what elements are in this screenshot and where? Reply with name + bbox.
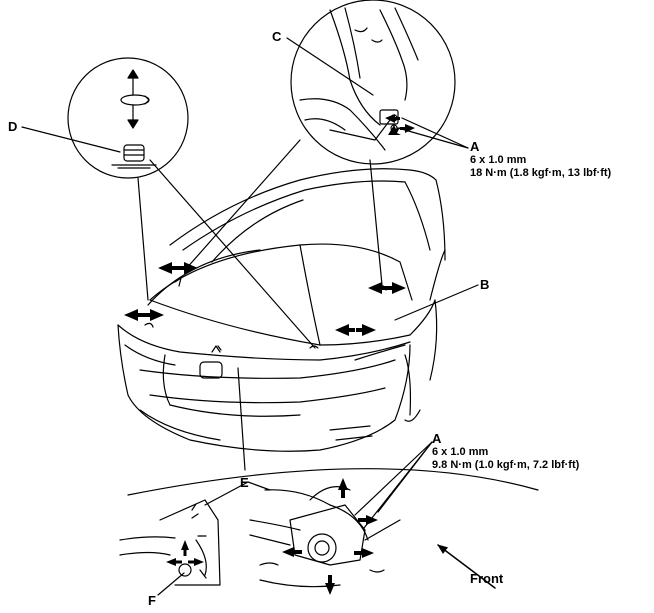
detail-lower-latch	[119, 468, 539, 588]
spec-lower-size: 6 x 1.0 mm	[432, 446, 489, 458]
spec-lower-torque: 9.8 N·m (1.0 kgf·m, 7.2 lbf·ft)	[432, 459, 580, 471]
label-b: B	[480, 277, 490, 292]
spec-upper-torque: 18 N·m (1.8 kgf·m, 13 lbf·ft)	[470, 167, 612, 179]
label-a-lower: A	[432, 431, 442, 446]
label-c: C	[272, 29, 282, 44]
label-d: D	[8, 119, 18, 134]
label-f: F	[148, 593, 156, 608]
label-a-upper: A	[470, 139, 480, 154]
detail-circle-upper-hinge	[290, 0, 456, 165]
leader-lines	[21, 37, 479, 596]
front-direction-arrow	[437, 544, 496, 589]
bolt-arrows	[124, 114, 415, 595]
car-body	[117, 168, 446, 452]
label-e: E	[240, 475, 249, 490]
spec-upper-size: 6 x 1.0 mm	[470, 154, 527, 166]
detail-circle-d	[67, 57, 189, 179]
label-front: Front	[470, 571, 504, 586]
